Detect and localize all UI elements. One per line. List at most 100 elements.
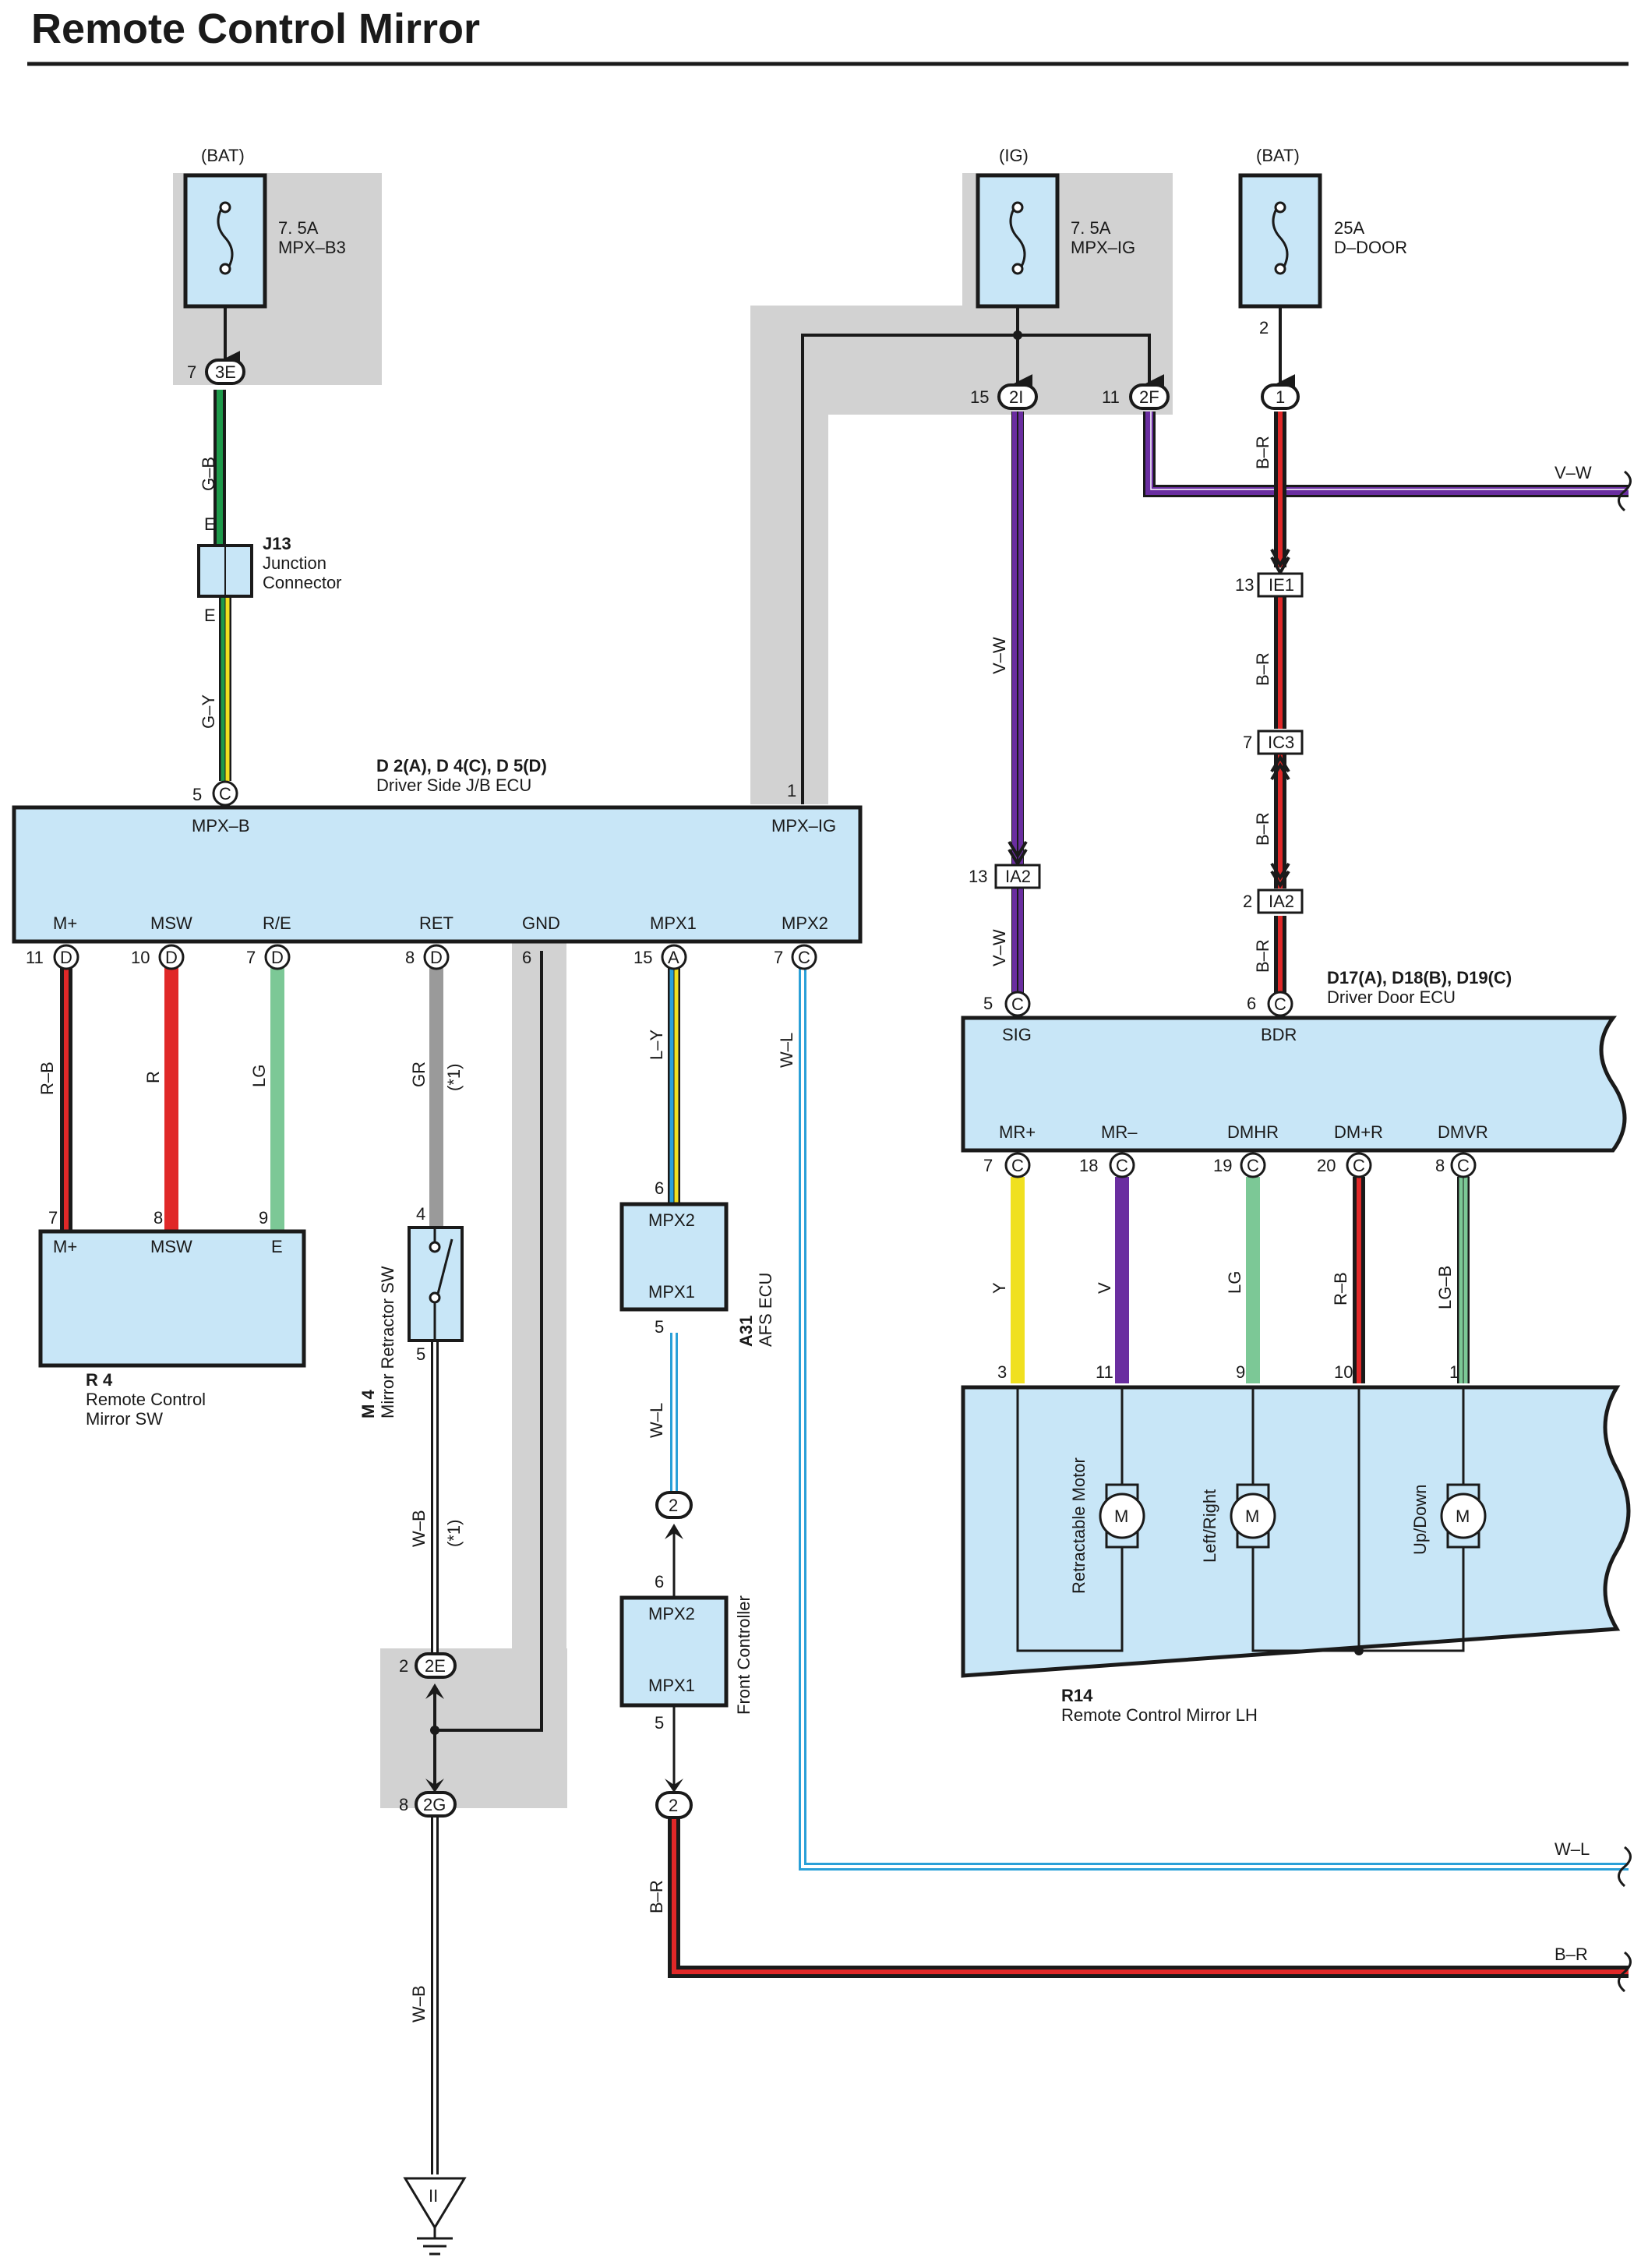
svg-text:2: 2: [1243, 892, 1252, 911]
svg-text:R14: R14: [1061, 1686, 1093, 1705]
left-right-motor-icon: M: [1230, 1483, 1276, 1549]
connector-IA2-right: IA2 2: [1243, 862, 1304, 914]
svg-text:M: M: [1456, 1507, 1470, 1526]
wire-labels: G–B G–Y V–W V–W B–R B–R B–R B–R R–B R LG…: [37, 436, 1455, 2022]
svg-text:MPX1: MPX1: [648, 1282, 695, 1302]
svg-text:6: 6: [655, 1178, 664, 1198]
svg-text:R/E: R/E: [263, 913, 291, 933]
svg-text:4: 4: [416, 1204, 425, 1224]
svg-text:Connector: Connector: [263, 573, 342, 592]
fuse3-name: D–DOOR: [1334, 238, 1407, 257]
svg-text:19: 19: [1213, 1156, 1232, 1175]
svg-text:15: 15: [633, 948, 652, 967]
svg-text:DM+R: DM+R: [1334, 1122, 1383, 1142]
svg-text:11: 11: [26, 948, 44, 967]
wire-label-vw-right: V–W: [1554, 463, 1592, 482]
svg-text:LG–B: LG–B: [1435, 1266, 1455, 1309]
svg-text:5: 5: [192, 785, 202, 804]
svg-text:10: 10: [131, 948, 150, 967]
svg-text:Driver Door ECU: Driver Door ECU: [1327, 987, 1456, 1007]
svg-text:E: E: [271, 1237, 283, 1256]
svg-text:20: 20: [1317, 1156, 1336, 1175]
svg-text:A31: A31: [736, 1316, 756, 1347]
svg-text:8: 8: [405, 948, 415, 967]
svg-text:D17(A), D18(B), D19(C): D17(A), D18(B), D19(C): [1327, 968, 1512, 987]
svg-text:R–B: R–B: [37, 1062, 57, 1095]
svg-text:G–Y: G–Y: [199, 694, 218, 729]
svg-text:M+: M+: [53, 1237, 77, 1256]
bat-label-1: (BAT): [201, 146, 245, 165]
svg-text:AFS ECU: AFS ECU: [756, 1273, 775, 1347]
svg-text:B–R: B–R: [1253, 812, 1272, 846]
connector-2-lower: 2: [655, 1779, 693, 1819]
svg-text:MSW: MSW: [150, 913, 192, 933]
gnd-lead: [435, 951, 543, 1732]
svg-text:2G: 2G: [423, 1795, 446, 1814]
connector-2G: 2G 8: [399, 1779, 457, 1818]
svg-text:1: 1: [1276, 387, 1285, 407]
fuse-mpx-ig: (IG) 7. 5A MPX–IG: [976, 146, 1135, 309]
svg-text:II: II: [429, 2186, 438, 2206]
svg-text:13: 13: [969, 867, 987, 886]
svg-text:MPX2: MPX2: [782, 913, 828, 933]
svg-text:R–B: R–B: [1331, 1272, 1350, 1305]
connector-2E: 2E 2: [399, 1652, 457, 1785]
wires: [60, 390, 1629, 2174]
svg-text:MPX–B: MPX–B: [192, 816, 250, 835]
svg-text:1: 1: [1449, 1362, 1459, 1382]
svg-text:C: C: [1116, 1156, 1128, 1175]
svg-text:R: R: [143, 1071, 163, 1083]
connector-IA2-left: IA2 13: [969, 840, 1041, 889]
svg-text:13: 13: [1235, 575, 1254, 595]
splice-ig: [1013, 330, 1022, 340]
wire-label-br-right: B–R: [1554, 1945, 1588, 1964]
svg-text:Front Controller: Front Controller: [734, 1595, 753, 1715]
svg-text:C: C: [1274, 994, 1286, 1014]
svg-text:11: 11: [1102, 387, 1120, 407]
svg-text:(*1): (*1): [444, 1520, 464, 1547]
mirror-retractor-sw: 4 5 M 4 Mirror Retractor SW: [358, 1204, 464, 1418]
svg-text:C: C: [1011, 994, 1024, 1014]
svg-text:DMVR: DMVR: [1438, 1122, 1488, 1142]
svg-text:IA2: IA2: [1269, 892, 1294, 911]
svg-text:GR: GR: [409, 1062, 429, 1087]
svg-text:10: 10: [1334, 1362, 1353, 1382]
svg-text:1: 1: [787, 781, 796, 800]
svg-text:18: 18: [1079, 1156, 1098, 1175]
svg-text:M+: M+: [53, 913, 77, 933]
svg-text:B–R: B–R: [1253, 652, 1272, 686]
connector-IC3: IC3 7: [1243, 730, 1304, 781]
wire-break-marks: [1618, 470, 1632, 1993]
svg-text:D: D: [165, 948, 178, 967]
svg-text:E: E: [204, 514, 216, 534]
driver-door-ecu: D17(A), D18(B), D19(C) Driver Door ECU 5…: [961, 968, 1627, 1178]
svg-text:MPX1: MPX1: [648, 1676, 695, 1695]
svg-text:DMHR: DMHR: [1227, 1122, 1279, 1142]
svg-text:7: 7: [983, 1156, 993, 1175]
svg-text:6: 6: [522, 948, 531, 967]
svg-text:6: 6: [1247, 994, 1256, 1013]
svg-text:5: 5: [655, 1317, 664, 1337]
svg-text:C: C: [1353, 1156, 1365, 1175]
connector-2F: 2F 11: [1102, 383, 1170, 410]
svg-text:MSW: MSW: [150, 1237, 192, 1256]
svg-text:2: 2: [669, 1796, 678, 1815]
svg-text:9: 9: [1236, 1362, 1245, 1382]
svg-text:MR–: MR–: [1101, 1122, 1138, 1142]
svg-text:W–B: W–B: [409, 1985, 429, 2022]
svg-text:C: C: [219, 784, 231, 804]
svg-text:6: 6: [655, 1572, 664, 1591]
connector-IE1: IE1 13: [1235, 549, 1304, 598]
svg-text:7: 7: [246, 948, 256, 967]
svg-text:J13: J13: [263, 534, 291, 553]
svg-text:L–Y: L–Y: [647, 1030, 666, 1060]
svg-text:A: A: [668, 948, 679, 967]
svg-text:V: V: [1095, 1282, 1114, 1294]
fuse1-name: MPX–B3: [278, 238, 346, 257]
svg-text:5: 5: [416, 1344, 425, 1364]
svg-text:R 4: R 4: [86, 1370, 113, 1390]
fuse2-name: MPX–IG: [1071, 238, 1135, 257]
svg-text:Mirror Retractor SW: Mirror Retractor SW: [378, 1266, 397, 1418]
svg-text:M 4: M 4: [358, 1390, 378, 1418]
ig-label: (IG): [999, 146, 1029, 165]
